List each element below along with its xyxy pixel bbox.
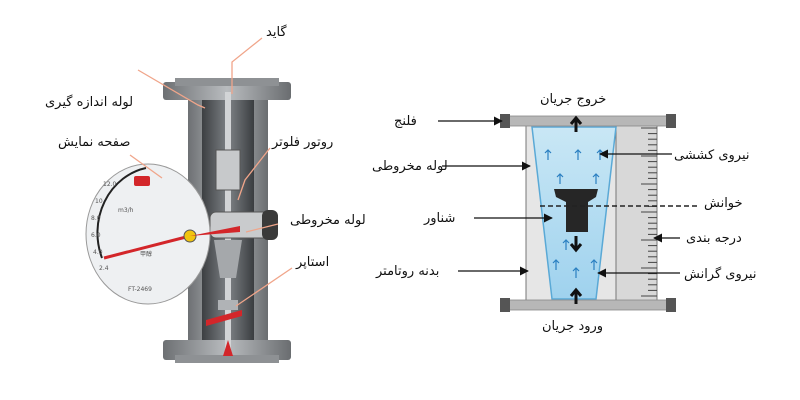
label-gravity: نیروی گرانش: [684, 266, 756, 282]
label-drag-force: نیروی کششی: [674, 148, 750, 163]
label-float: شناور: [423, 211, 455, 226]
label-graduation: درجه بندی: [686, 231, 742, 246]
gauge-unit: m3/h: [118, 207, 134, 214]
label-stopper: استاپر: [295, 255, 329, 270]
label-conical-tube-right: لوله مخروطی: [372, 159, 448, 174]
label-flow-in: ورود جریان: [542, 319, 603, 334]
label-display-panel: صفحه نمایش: [58, 135, 130, 150]
label-rotameter-body: بدنه روتامتر: [375, 264, 439, 279]
float-rotor: [215, 149, 241, 191]
left-leader-lines: [129, 37, 293, 307]
gauge-tick-5: 2.4: [99, 265, 109, 272]
float: [554, 189, 598, 232]
label-reading: خوانش: [704, 196, 743, 211]
gauge-tick-3: 6.0: [91, 232, 101, 239]
gauge-tick-4: 4.0: [93, 249, 103, 256]
gauge-brand: 甲醇: [140, 250, 152, 258]
rotameter-schematic: [500, 114, 700, 312]
bottom-flange-schematic: [505, 299, 671, 311]
gauge-tick-2: 8.0: [91, 215, 101, 222]
gauge-tick-0: 12.0: [103, 181, 117, 188]
label-measuring-tube: لوله اندازه گیری: [45, 94, 133, 110]
display-panel: 12.0 10 8.0 6.0 4.0 2.4 m3/h FT-2469 甲醇: [85, 163, 240, 305]
label-guide: گاید: [266, 24, 287, 40]
gauge-needle: [103, 234, 191, 260]
top-flange-schematic: [505, 115, 671, 127]
label-conical-tube-left: لوله مخروطی: [290, 213, 366, 228]
label-float-rotor: روتور فلوتر: [271, 135, 333, 150]
top-flange: [163, 82, 291, 100]
gauge-tick-1: 10: [95, 198, 103, 205]
stopper: [218, 300, 238, 310]
gauge-model: FT-2469: [128, 286, 152, 293]
right-leader-lines: [438, 116, 680, 278]
label-flow-out: خروج جریان: [540, 92, 606, 107]
label-flange: فلنج: [394, 114, 417, 129]
